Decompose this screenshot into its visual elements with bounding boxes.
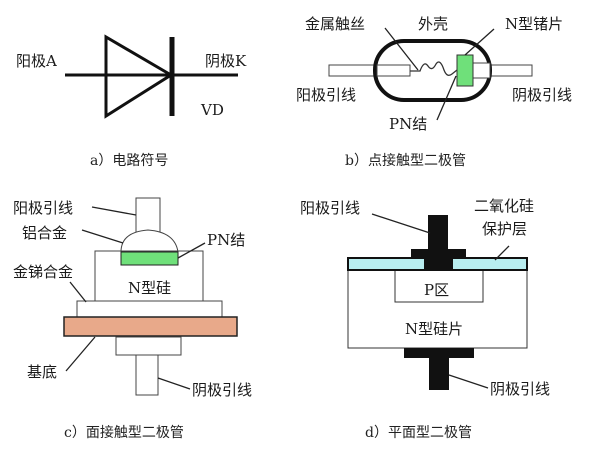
leader-substrate [65,336,96,372]
oxide-label-line1: 二氧化硅 [474,197,534,215]
leader-anode [91,206,137,216]
junction-label: PN结 [207,231,245,249]
anode-lead-label: 阳极引线 [300,199,360,217]
cathode-lead-label: 阴极引线 [192,381,252,399]
cathode-label: 阴极K [205,52,247,70]
panel-a-circuit-symbol: 阳极A 阴极K VD a）电路符号 [16,34,247,169]
caption-c: c）面接触型二极管 [64,424,184,441]
oxide-label-line2: 保护层 [482,220,527,238]
diode-triangle-icon [104,34,174,119]
substrate-label: 基底 [27,363,57,381]
gold-antimony-layer [76,300,223,318]
cathode-inner-stub [472,62,491,79]
caption-b: b）点接触型二极管 [345,152,466,169]
cathode-lead [135,354,159,396]
leader-wire [384,27,419,71]
caption-a: a）电路符号 [90,153,168,169]
silicon-label: N型硅 [128,279,171,297]
anode-lead [135,197,161,235]
leader-cathode [448,374,489,389]
wire-label: 金属触丝 [305,15,365,33]
shell-label: 外壳 [418,15,448,33]
designator-label: VD [200,101,224,119]
wafer-label: N型硅片 [405,320,463,338]
anode-label: 阳极A [16,52,57,70]
leader-junction [436,75,457,121]
pn-junction [120,251,179,266]
p-region-label: P区 [424,281,449,299]
leader-alloy [81,229,124,244]
au-sb-label: 金锑合金 [13,263,73,281]
panel-c-junction: 阳极引线 铝合金 PN结 金锑合金 N型硅 基底 阴极引线 c）面接触型二极管 [13,197,252,441]
chip-label: N型锗片 [505,15,563,33]
junction-label: PN结 [389,115,427,133]
cathode-lead-label: 阴极引线 [512,86,572,104]
substrate [63,316,238,337]
aluminum-alloy-dome [120,229,179,253]
leader-anode [371,213,431,234]
leader-cathode [157,377,191,390]
panel-d-planar: 阳极引线 二氧化硅 保护层 P区 N型硅片 阴极引线 d）平面型二极管 [300,197,550,441]
panel-b-point-contact: 金属触丝 外壳 N型锗片 阳极引线 阴极引线 PN结 b）点接触型二极管 [296,15,572,169]
metal-whisker [410,61,458,76]
leader-au-sb [69,281,87,303]
leader-junction [177,242,206,259]
anode-lead-label: 阳极引线 [296,86,356,104]
cathode-lead-label: 阴极引线 [490,380,550,398]
p-region [394,269,484,303]
cathode-electrode [429,348,449,390]
leader-chip [464,28,495,56]
alloy-label: 铝合金 [22,224,67,242]
bottom-mount [115,336,182,356]
leader-oxide [494,245,510,261]
germanium-chip [456,54,474,87]
anode-lead-label: 阳极引线 [13,199,73,217]
anode-inner-lead [376,64,411,77]
anode-contact [424,258,453,271]
anode-electrode-cap [411,249,466,259]
caption-d: d）平面型二极管 [365,425,472,441]
